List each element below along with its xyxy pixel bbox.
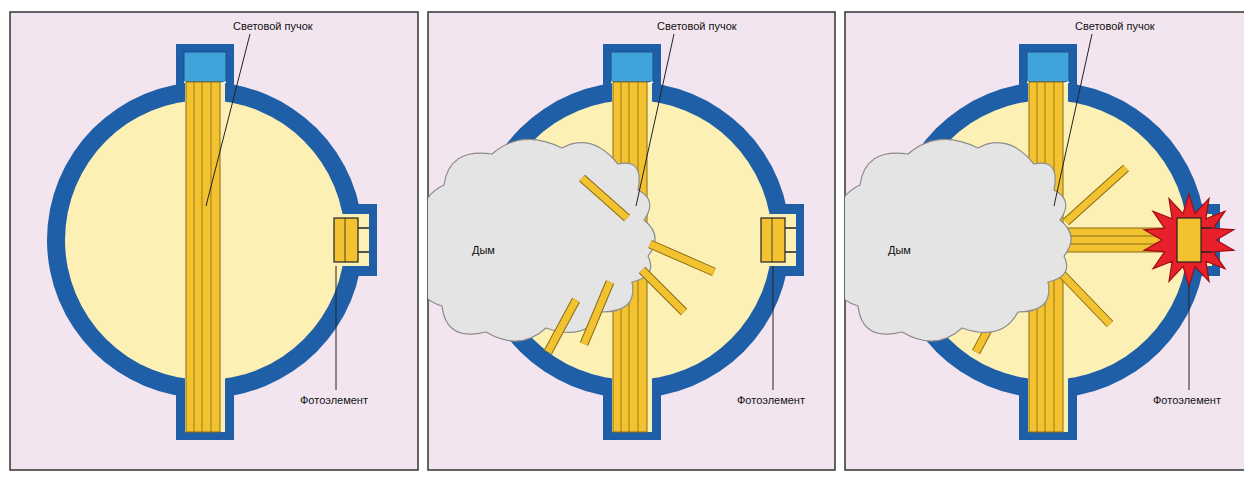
light-ray: [650, 244, 714, 272]
light-ray: [642, 270, 684, 312]
light-ray: [1058, 270, 1110, 324]
light-ray: [548, 300, 576, 352]
light-ray: [650, 244, 714, 272]
light-ray: [1066, 168, 1126, 222]
smoke-cloud: [845, 139, 1071, 341]
chamber-alarm: [845, 44, 1234, 440]
light-ray: [582, 178, 627, 218]
light-ray: [584, 282, 610, 344]
photocell: [1177, 218, 1201, 262]
smoke-cloud: [428, 139, 655, 341]
smoke-label: Дым: [888, 244, 911, 257]
chamber-smoke: [428, 44, 804, 440]
light-ray: [548, 300, 576, 352]
light-ray: [1066, 168, 1126, 222]
photocell-label: Фотоэлемент: [737, 394, 805, 407]
photocell-label: Фотоэлемент: [300, 394, 368, 407]
beam-label: Световой пучок: [233, 20, 313, 33]
light-ray: [1058, 270, 1110, 324]
leader-lines: [206, 34, 1189, 390]
light-ray: [582, 178, 627, 218]
beam-label: Световой пучок: [657, 20, 737, 33]
light-ray: [642, 270, 684, 312]
beam-label: Световой пучок: [1075, 20, 1155, 33]
chamber-clear: [47, 44, 377, 440]
smoke-label: Дым: [472, 244, 495, 257]
light-ray: [584, 282, 610, 344]
alarm-burst: [1144, 194, 1234, 286]
photocell-label: Фотоэлемент: [1153, 394, 1221, 407]
